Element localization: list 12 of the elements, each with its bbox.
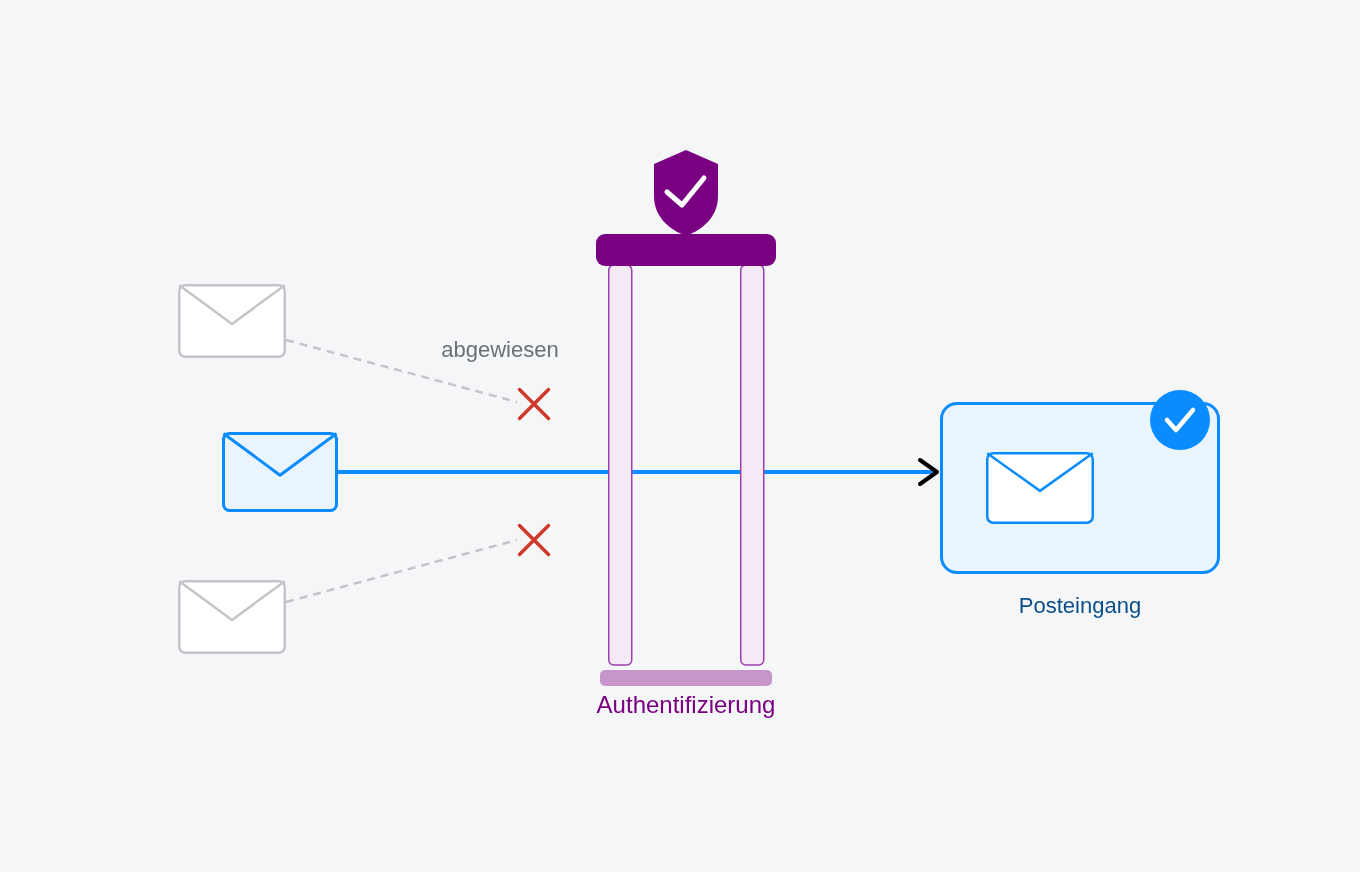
gate-label: Authentifizierung [596, 691, 776, 719]
envelope-icon [178, 284, 286, 358]
inbox-label: Posteingang [1018, 593, 1142, 619]
cross-icon [517, 387, 551, 421]
connector-line [338, 470, 596, 474]
arrow [776, 458, 939, 486]
cross-icon [517, 523, 551, 557]
envelope-icon [986, 452, 1094, 524]
dashed-line [285, 338, 518, 404]
envelope-icon [222, 432, 338, 512]
dashed-line [285, 538, 518, 604]
envelope-icon [178, 580, 286, 654]
